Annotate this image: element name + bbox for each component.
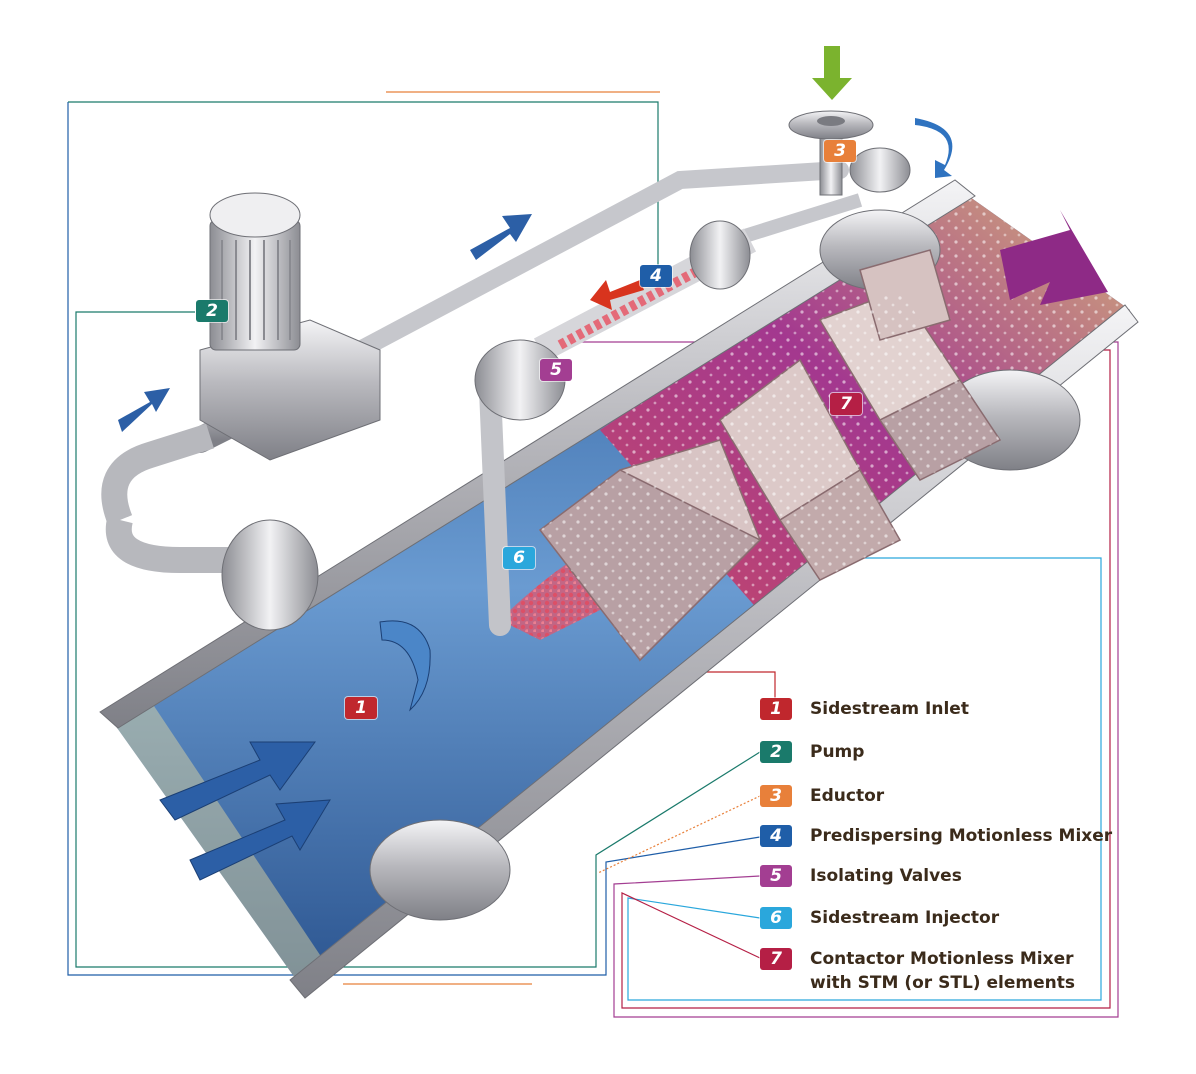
legend-label: Predispersing Motionless Mixer	[810, 826, 1113, 846]
motor-fins	[221, 240, 291, 340]
callout-4-badge: 4	[640, 265, 672, 287]
legend-label: Eductor	[810, 786, 885, 806]
legend-label: Sidestream Injector	[810, 908, 1000, 928]
legend-label: Sidestream Inlet	[810, 699, 969, 719]
mixer-flange	[689, 220, 751, 290]
pipe-end-fade	[110, 700, 330, 985]
leader-line-4-frame	[67, 102, 761, 976]
callout-1-badge: 1	[345, 697, 377, 719]
leader-line-3	[597, 795, 761, 874]
flow-arrow-pump-inlet	[118, 388, 170, 432]
contactor-elements	[538, 249, 1002, 662]
pump-assembly	[199, 192, 381, 461]
pipe-flange-left	[369, 819, 511, 921]
flow-arrow-discharge	[470, 214, 532, 260]
legend-badge-1: 1	[760, 698, 792, 720]
legend-label: Pump	[810, 742, 865, 762]
flow-arrow-mixed	[1000, 210, 1108, 305]
mixer-texture	[540, 440, 760, 660]
motor-cap	[209, 192, 301, 238]
callout-2-badge: 2	[196, 300, 228, 322]
legend-label: Contactor Motionless Mixer with STM (or …	[810, 949, 1075, 993]
leader-line-6	[540, 557, 1102, 1001]
isolating-valve-lower	[221, 519, 319, 631]
callout-3-badge: 3	[824, 140, 856, 162]
inlet-arrow-eductor	[812, 46, 852, 100]
pipe-top-rail	[99, 179, 976, 729]
legend-badge-5: 5	[760, 865, 792, 887]
legend-badge-2: 2	[760, 741, 792, 763]
pump-elbow	[101, 423, 214, 525]
sidestream-inlet-swirl	[379, 620, 431, 712]
callout-6-badge: 6	[503, 547, 535, 569]
flow-arrows	[118, 46, 1108, 881]
recirculation-loop	[101, 110, 911, 636]
leader-line-4	[68, 101, 659, 276]
legend-label: Isolating Valves	[810, 866, 962, 886]
mixer-texture	[720, 360, 900, 580]
eductor-body	[849, 147, 911, 193]
callout-7-badge: 7	[830, 393, 862, 415]
flow-arrow-outlet-curl	[915, 118, 953, 178]
flow-arrow-return	[590, 280, 644, 310]
discharge-pipe	[351, 161, 849, 359]
eductor-opening	[817, 116, 845, 126]
legend-label-line2: with STM (or STL) elements	[810, 973, 1075, 993]
mixer-texture	[820, 290, 1000, 480]
flow-arrow-main	[159, 741, 316, 821]
pump-return-bend	[105, 516, 250, 573]
legend-badge-3: 3	[760, 785, 792, 807]
flow-arrow-main	[189, 799, 331, 881]
legend-badge-4: 4	[760, 825, 792, 847]
pump-housing	[199, 319, 381, 461]
legend-badge-7: 7	[760, 948, 792, 970]
pump-motor	[209, 219, 301, 351]
legend-badge-6: 6	[760, 907, 792, 929]
callout-5-badge: 5	[540, 359, 572, 381]
legend-label-line1: Contactor Motionless Mixer	[810, 949, 1074, 969]
